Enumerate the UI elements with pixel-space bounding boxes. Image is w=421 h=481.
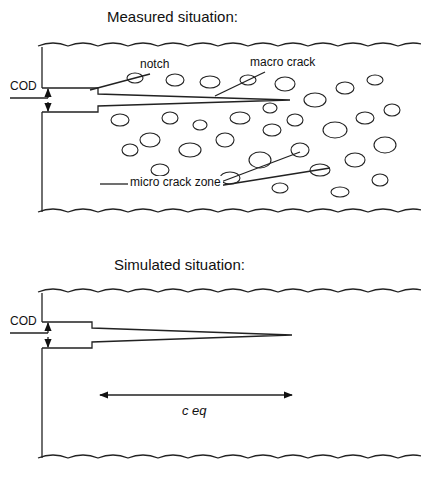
equivalent-crack (42, 322, 292, 348)
aggregate-grain (162, 112, 178, 124)
aggregate-grain (216, 133, 234, 147)
aggregate-grain (263, 103, 277, 113)
specimen-side (41, 112, 42, 212)
leader-line (100, 183, 130, 184)
aggregate-grain (384, 104, 400, 116)
aggregate-grain (372, 174, 388, 186)
aggregate-grain (275, 77, 295, 91)
micro-crack-zone-label: micro crack zone (128, 176, 223, 190)
macro-crack-label: macro crack (248, 56, 317, 70)
aggregate-grain (374, 137, 396, 153)
aggregate-grain (230, 112, 250, 124)
aggregate-grain (367, 75, 383, 85)
cod-label: COD (8, 315, 39, 329)
aggregate-grain (179, 143, 201, 157)
aggregate-grain (122, 144, 138, 156)
aggregate-grain (111, 114, 129, 126)
panel-heading: Simulated situation: (112, 256, 247, 273)
aggregate-grain (151, 164, 169, 176)
leader-line (90, 74, 150, 90)
notch-label: notch (138, 58, 171, 72)
aggregate-grain (249, 152, 271, 168)
aggregate-grain (345, 153, 365, 167)
specimen-edge (38, 455, 421, 458)
aggregate-grain (193, 120, 207, 130)
specimen-edge (38, 209, 421, 212)
specimen-edge (38, 289, 421, 292)
aggregate-grain (356, 112, 374, 124)
specimen-side (41, 293, 42, 322)
specimen-side (41, 47, 42, 88)
cod-line (10, 97, 48, 98)
cod-arrow (47, 89, 48, 98)
crack-length-label: c eq (180, 404, 209, 419)
aggregate-grain (287, 114, 303, 126)
specimen-edge (38, 43, 421, 46)
aggregate-grain (140, 133, 160, 147)
specimen-side (41, 348, 42, 458)
aggregate-grain (263, 124, 281, 136)
length-dimension (100, 394, 292, 395)
aggregate-grain (304, 93, 326, 107)
panel-heading: Measured situation: (105, 8, 240, 25)
aggregate-grain (323, 122, 347, 138)
aggregate-grain (272, 183, 288, 193)
specimen-edge (38, 43, 421, 458)
notch (42, 88, 290, 112)
leader-line (205, 168, 330, 188)
cod-arrow (47, 102, 48, 111)
aggregate-grain (331, 187, 349, 197)
aggregate-grain (166, 74, 184, 86)
cod-arrow (47, 323, 48, 333)
cod-label: COD (8, 80, 39, 94)
leader-line (215, 72, 265, 96)
aggregate-grains (111, 73, 400, 197)
cod-line (10, 332, 48, 333)
aggregate-grain (200, 76, 220, 88)
cod-arrow (47, 337, 48, 347)
aggregate-grain (336, 82, 354, 94)
